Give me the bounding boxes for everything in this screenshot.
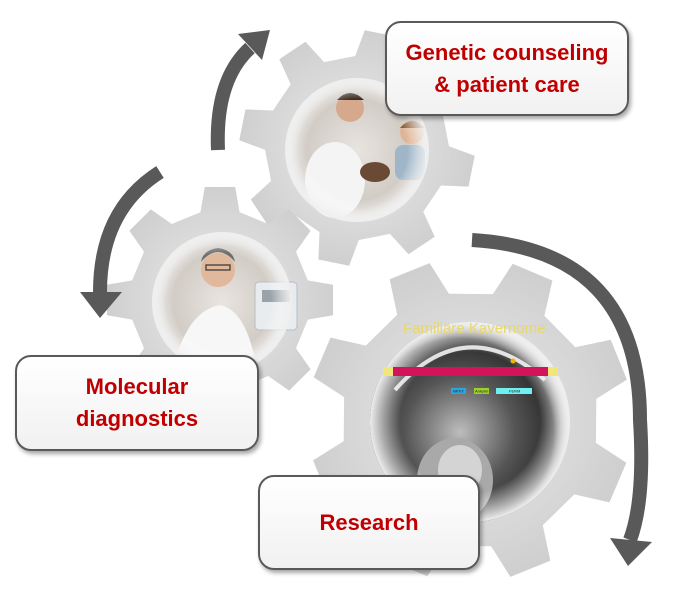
domain-label: NPXY xyxy=(453,389,464,394)
box-label: diagnostics xyxy=(75,406,199,431)
box-label: & patient care xyxy=(434,71,580,97)
cycle-arrows xyxy=(93,42,649,543)
arrowhead-icon xyxy=(238,30,270,60)
arrowhead-icon xyxy=(80,292,122,318)
domain-label: Ankyrin xyxy=(475,389,488,394)
lab-photo xyxy=(152,232,298,372)
box-label: Research xyxy=(319,509,419,535)
protein-bar xyxy=(383,367,558,376)
arrow-down-right xyxy=(471,233,649,543)
arrow-down-left xyxy=(93,166,164,293)
genetic-counseling-box: Genetic counseling & patient care xyxy=(385,21,629,116)
overlay-title: Familiäre Kavernome xyxy=(403,320,546,337)
arrowhead-icon xyxy=(610,538,652,566)
arrow-up xyxy=(210,42,255,151)
domain-label: FERM xyxy=(509,389,520,394)
molecular-diagnostics-box: Molecular diagnostics xyxy=(15,355,259,451)
box-label: Molecular xyxy=(85,374,189,399)
box-label: Genetic counseling xyxy=(405,39,609,65)
research-box: Research xyxy=(258,475,480,570)
